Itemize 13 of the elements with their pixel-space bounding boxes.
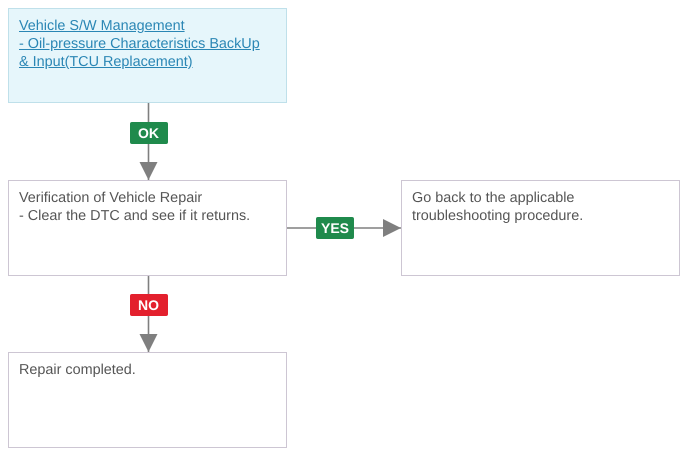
edge-label: OK (130, 122, 168, 144)
edge-label: NO (130, 294, 168, 316)
link: - Oil-pressure Characteristics BackUp & Input(TCU Replacement) (19, 35, 261, 71)
node-text: Verification of Vehicle Repair (19, 189, 204, 207)
process-box (8, 180, 287, 276)
edge-label: YES (316, 217, 354, 239)
process-box (8, 352, 287, 448)
node-text: - Clear the DTC and see if it returns. (19, 207, 252, 225)
node-text: Repair completed. (19, 361, 137, 379)
node-text: Go back to the applicable troubleshooting procedure. (412, 189, 584, 225)
process-box (8, 8, 287, 103)
process-box (401, 180, 680, 276)
link: Vehicle S/W Management (19, 17, 186, 35)
